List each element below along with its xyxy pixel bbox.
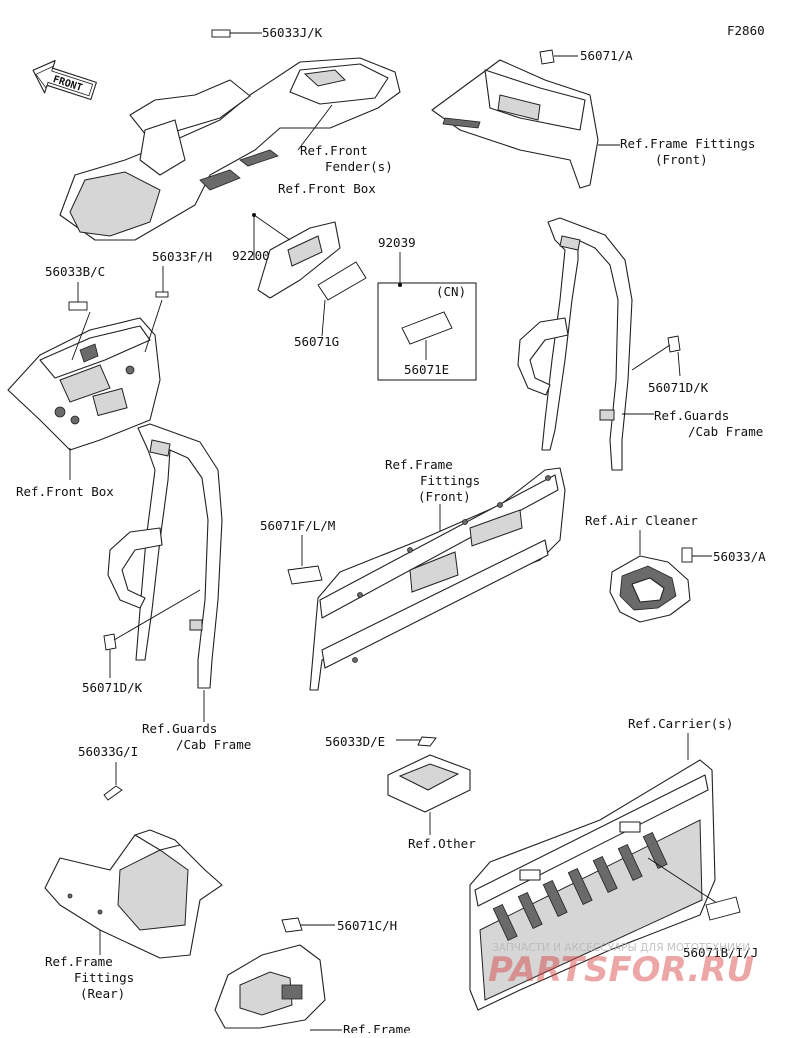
callout-56071a: 56071/A: [580, 48, 633, 63]
cn-variant-box: [377, 282, 477, 381]
cab-frame-right: [517, 217, 681, 471]
figure-code: F2860: [727, 23, 765, 38]
dashboard-panel: [7, 299, 163, 451]
callout-56033gi: 56033G/I: [78, 744, 138, 759]
sticker-56071flm: [287, 565, 323, 585]
cab-frame-left: [103, 423, 223, 689]
sticker-56033fh: [155, 291, 169, 298]
ref-guards-left-line2: /Cab Frame: [176, 737, 251, 752]
callout-56033jk: 56033J/K: [262, 25, 323, 40]
callout-56071e: 56071E: [404, 362, 449, 377]
front-box-lid: [257, 221, 367, 301]
callout-56071dk-right: 56071D/K: [648, 380, 709, 395]
ref-frame-fittings-front-mid-line1: Ref.Frame: [385, 457, 453, 472]
ref-other: Ref.Other: [408, 836, 476, 851]
callout-56071ch: 56071C/H: [337, 918, 397, 933]
callout-56071dk-left: 56071D/K: [82, 680, 143, 695]
ref-front-box: Ref.Front Box: [16, 484, 114, 499]
sticker-56071e: [401, 311, 453, 345]
callout-56033bc: 56033B/C: [45, 264, 105, 279]
sticker-56071a: [539, 49, 555, 65]
callout-56071flm: 56071F/L/M: [260, 518, 335, 533]
frame-fittings-rear: [44, 829, 223, 959]
ref-carriers: Ref.Carrier(s): [628, 716, 733, 731]
sticker-56071ch: [281, 917, 303, 933]
sticker-56033gi: [103, 785, 123, 801]
label-sticker-56033jk: [211, 29, 231, 38]
frame-fittings-center-panel: [309, 467, 566, 691]
sticker-56071g: [317, 261, 367, 301]
callout-92039: 92039: [378, 235, 416, 250]
sticker-56033de: [417, 736, 437, 747]
air-cleaner-housing: [609, 555, 691, 623]
callout-56033a: 56033/A: [713, 549, 766, 564]
sticker-56071dk-left: [103, 633, 117, 651]
sticker-56033bc: [68, 301, 88, 311]
ref-front-box-top: Ref.Front Box: [278, 181, 376, 196]
sticker-56033a: [681, 547, 693, 563]
ref-frame-fittings-rear-line1: Ref.Frame: [45, 954, 113, 969]
ref-front-fender-line2: Fender(s): [325, 159, 393, 174]
watermark-tagline: ЗАПЧАСТИ И АКСЕССУАРЫ ДЛЯ МОТОТЕХНИКИ: [492, 942, 750, 954]
ref-frame-fittings-front-mid-line3: (Front): [418, 489, 471, 504]
callout-56033de: 56033D/E: [325, 734, 385, 749]
sticker-56071bij: [705, 896, 741, 921]
front-arrow-icon: FRONT: [32, 60, 97, 101]
callout-56071bij: 56071B/I/J: [683, 945, 758, 960]
sticker-56071dk-right: [667, 335, 681, 353]
ref-guards-left-line1: Ref.Guards: [142, 721, 217, 736]
rear-frame-section: [214, 944, 326, 1029]
cn-label: (CN): [436, 284, 466, 299]
carrier-bed: [469, 759, 716, 1011]
callout-92200: 92200: [232, 248, 270, 263]
ref-frame-fittings-rear-line2: Fittings: [74, 970, 134, 985]
ref-frame-fittings-front-top-line2: (Front): [655, 152, 708, 167]
callout-56071g: 56071G: [294, 334, 339, 349]
ref-frame-fittings-rear-line3: (Rear): [80, 986, 125, 1001]
ref-frame: Ref.Frame: [343, 1022, 411, 1033]
ref-guards-right-line1: Ref.Guards: [654, 408, 729, 423]
ref-frame-fittings-front-top-line1: Ref.Frame Fittings: [620, 136, 755, 151]
front-fender-assembly: [59, 29, 401, 241]
watermark: ЗАПЧАСТИ И АКСЕССУАРЫ ДЛЯ МОТОТЕХНИКИ PA…: [488, 942, 754, 990]
ref-frame-fittings-front-mid-line2: Fittings: [420, 473, 480, 488]
ref-guards-right-line2: /Cab Frame: [688, 424, 763, 439]
other-bracket: [387, 754, 471, 813]
ref-air-cleaner: Ref.Air Cleaner: [585, 513, 698, 528]
callout-56033fh: 56033F/H: [152, 249, 212, 264]
frame-fittings-front-upper: [431, 49, 599, 189]
ref-front-fender-line1: Ref.Front: [300, 143, 368, 158]
watermark-brand: PARTSFOR.RU: [488, 950, 754, 990]
